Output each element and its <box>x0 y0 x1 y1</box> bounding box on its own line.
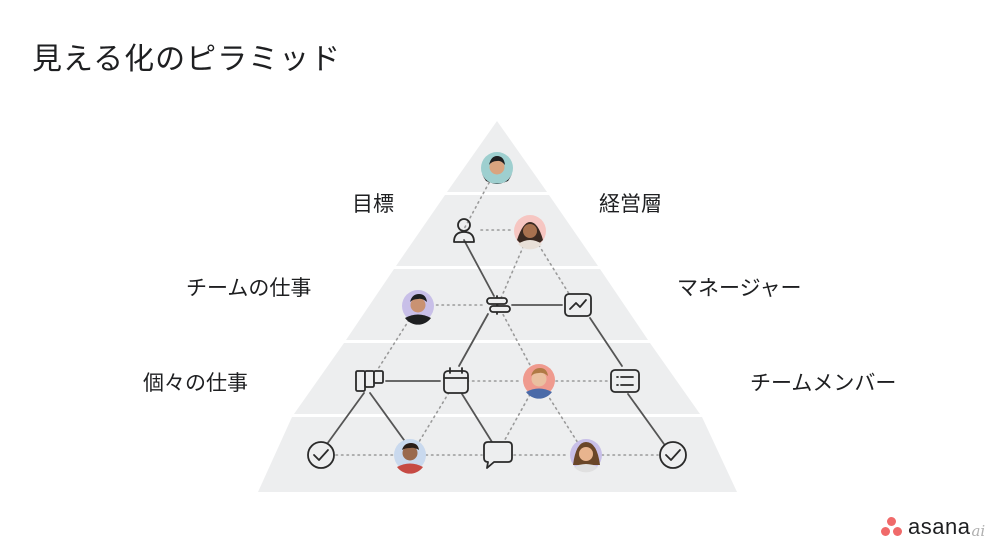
list-icon <box>611 370 639 392</box>
avatar-manager-goals <box>514 215 546 249</box>
asana-logo-dots-icon <box>880 516 904 538</box>
logo-text: asana <box>908 514 970 540</box>
check-icon-left <box>308 442 334 468</box>
avatar-team-member-2 <box>394 439 426 474</box>
asana-logo: asana ai <box>880 512 985 542</box>
chart-trend-icon <box>565 294 591 316</box>
avatar-executive <box>481 152 513 184</box>
logo-suffix: ai <box>971 522 985 540</box>
avatar-team-member-3 <box>570 439 602 472</box>
check-icon-right <box>660 442 686 468</box>
calendar-icon <box>444 368 468 393</box>
avatar-team-member-1 <box>523 364 555 399</box>
avatar-manager-team <box>402 290 434 325</box>
